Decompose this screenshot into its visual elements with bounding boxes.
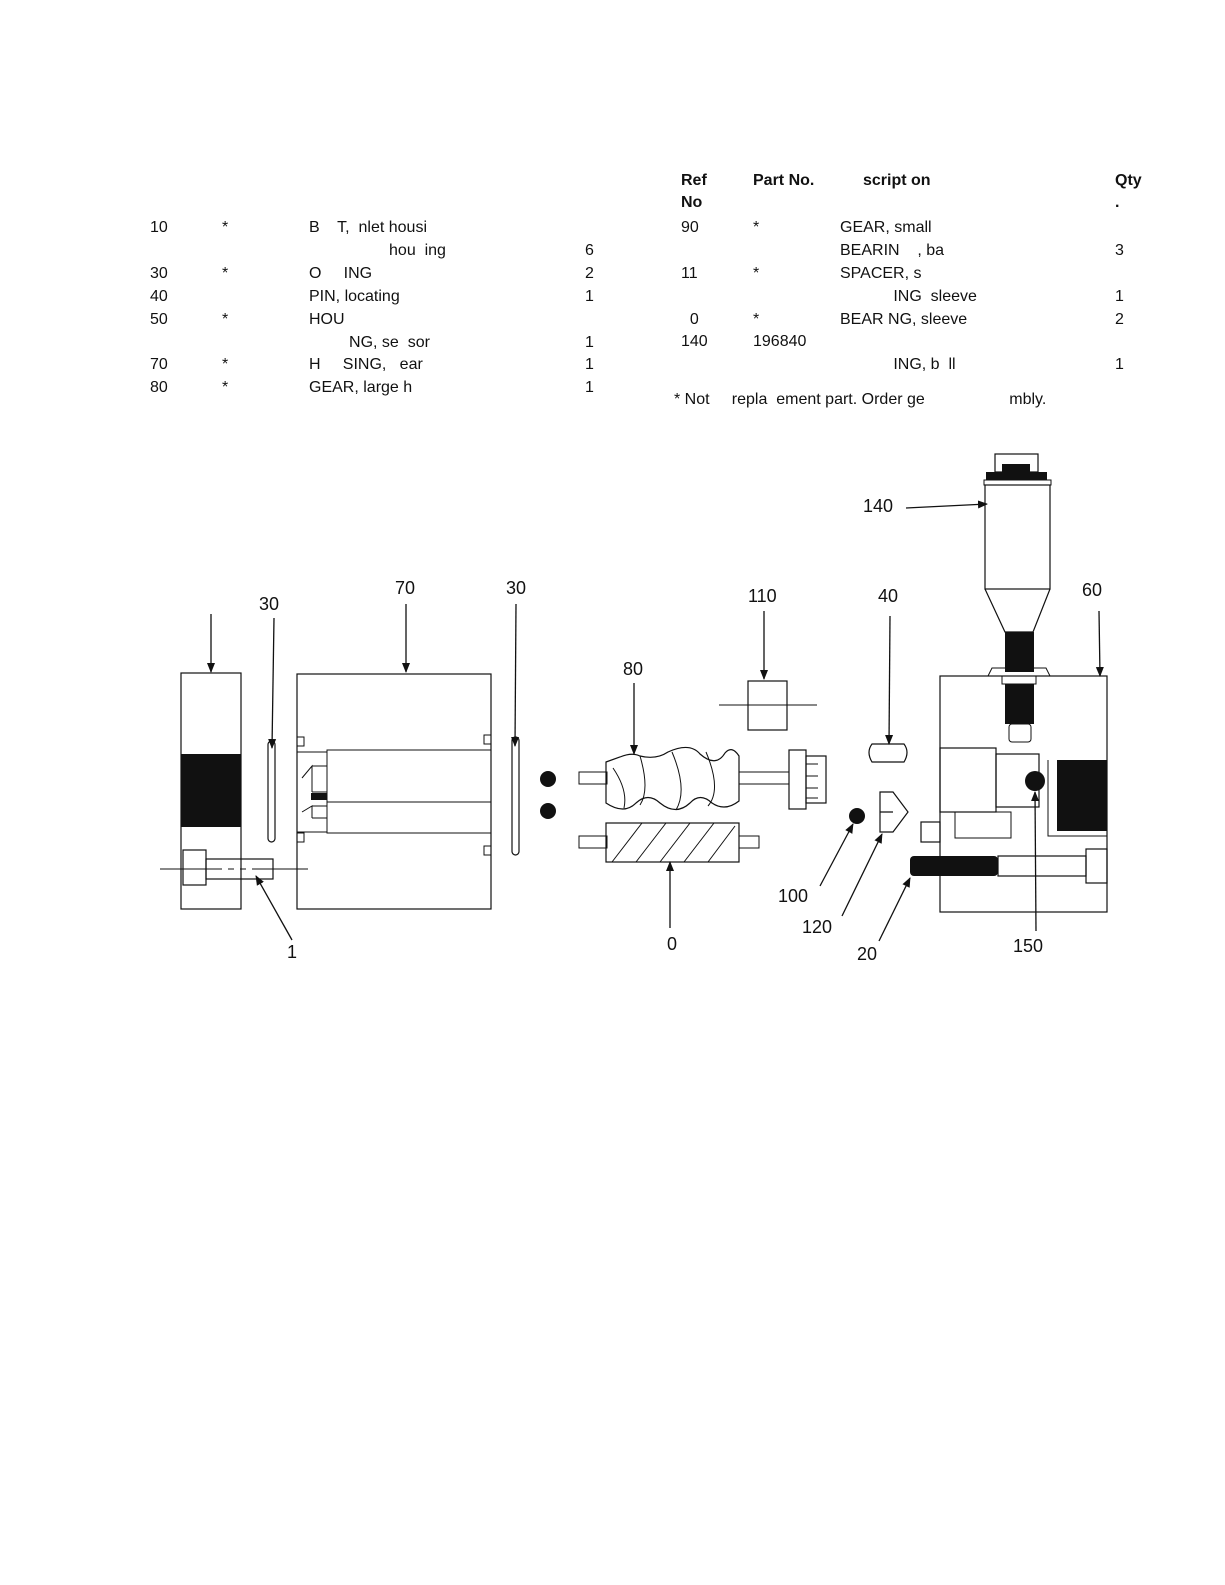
qty-cell: 1 [1115, 288, 1124, 305]
header-qty-dot: . [1115, 194, 1120, 211]
large-helical-gear [578, 746, 827, 811]
ball-bearing-100 [849, 808, 865, 824]
ref-cell: 11 [681, 265, 698, 282]
small-gear [578, 822, 760, 863]
part-cell: * [753, 265, 760, 282]
leader-120 [841, 833, 883, 917]
callout-30-left: 30 [259, 594, 279, 614]
desc-cell: NG, se sor [309, 334, 430, 351]
leader-150 [1031, 791, 1040, 932]
part-cell: * [222, 356, 229, 373]
sleeve-bearing-120 [879, 791, 909, 833]
callout-leaders [207, 500, 1104, 942]
footnote: * Not repla ement part. Order ge mbly. [674, 391, 1047, 408]
part-cell: * [753, 311, 760, 328]
desc-cell: hou ing [309, 242, 446, 259]
callout-60: 60 [1082, 580, 1102, 600]
ball-lower [540, 803, 556, 819]
o-ring-right [511, 736, 520, 856]
desc-cell: H SING, ear [309, 356, 423, 373]
leader-60 [1095, 610, 1104, 677]
qty-cell: 6 [585, 242, 594, 259]
leader-100 [819, 823, 854, 887]
locating-pin [160, 849, 308, 886]
spacer-sleeve [719, 680, 817, 731]
leader-30-right [511, 603, 520, 747]
callout-80: 80 [623, 659, 643, 679]
callout-70: 70 [395, 578, 415, 598]
qty-cell: 2 [585, 265, 594, 282]
leader-30-left [268, 617, 277, 749]
ref-cell: 10 [150, 219, 168, 236]
header-ref-no: No [681, 194, 703, 211]
inlet-housing [180, 672, 242, 910]
callout-40: 40 [878, 586, 898, 606]
ref-cell: 50 [150, 311, 168, 328]
desc-cell: GEAR, small [840, 219, 932, 236]
ref-cell: 30 [150, 265, 168, 282]
callout-30-right: 30 [506, 578, 526, 598]
header-ref: Ref [681, 172, 707, 189]
callout-0: 0 [667, 934, 677, 954]
qty-cell: 3 [1115, 242, 1124, 259]
qty-cell: 1 [585, 334, 594, 351]
header-qty: Qty [1115, 172, 1142, 189]
ball-upper [540, 771, 556, 787]
part-cell: 196840 [753, 333, 807, 350]
desc-cell: BEAR NG, sleeve [840, 311, 968, 328]
ref-cell: 90 [681, 219, 699, 236]
callout-120: 120 [802, 917, 832, 937]
leader-20 [878, 877, 911, 942]
desc-cell: GEAR, large h [309, 379, 413, 396]
leader-140 [905, 500, 988, 509]
header-description: script on [863, 172, 931, 189]
sensor [983, 453, 1052, 743]
desc-cell: O ING [309, 265, 373, 282]
ball-bearing-150 [1025, 771, 1045, 791]
desc-cell: ING sleeve [840, 288, 977, 305]
locating-pin-small [868, 743, 908, 763]
part-cell: * [222, 265, 229, 282]
desc-cell: PIN, locating [309, 288, 400, 305]
qty-cell: 2 [1115, 311, 1124, 328]
leader-1 [255, 875, 293, 941]
leader-40 [885, 615, 894, 745]
ref-cell: 140 [681, 333, 708, 350]
ref-cell: 80 [150, 379, 168, 396]
ref-cell: 0 [681, 311, 699, 328]
sensor-housing [910, 675, 1108, 913]
callout-140: 140 [863, 496, 893, 516]
callout-20: 20 [857, 944, 877, 964]
callout-1: 1 [287, 942, 297, 962]
callout-110: 110 [748, 586, 777, 606]
part-cell: * [222, 311, 229, 328]
desc-cell: SPACER, s [840, 265, 922, 282]
qty-cell: 1 [1115, 356, 1124, 373]
qty-cell: 1 [585, 288, 594, 305]
desc-cell: HOU [309, 311, 345, 328]
callout-150: 150 [1013, 936, 1043, 956]
part-cell: * [222, 219, 229, 236]
callout-100: 100 [778, 886, 808, 906]
ref-cell: 40 [150, 288, 168, 305]
header-part-no: Part No. [753, 172, 815, 189]
desc-cell: B T, nlet housi [309, 219, 427, 236]
qty-cell: 1 [585, 379, 594, 396]
desc-cell: ING, b ll [840, 356, 956, 373]
part-cell: * [222, 379, 229, 396]
qty-cell: 1 [585, 356, 594, 373]
gear-housing [296, 673, 492, 910]
ref-cell: 70 [150, 356, 168, 373]
o-ring-left [267, 740, 276, 843]
desc-cell: BEARIN , ba [840, 242, 945, 259]
part-cell: * [753, 219, 760, 236]
